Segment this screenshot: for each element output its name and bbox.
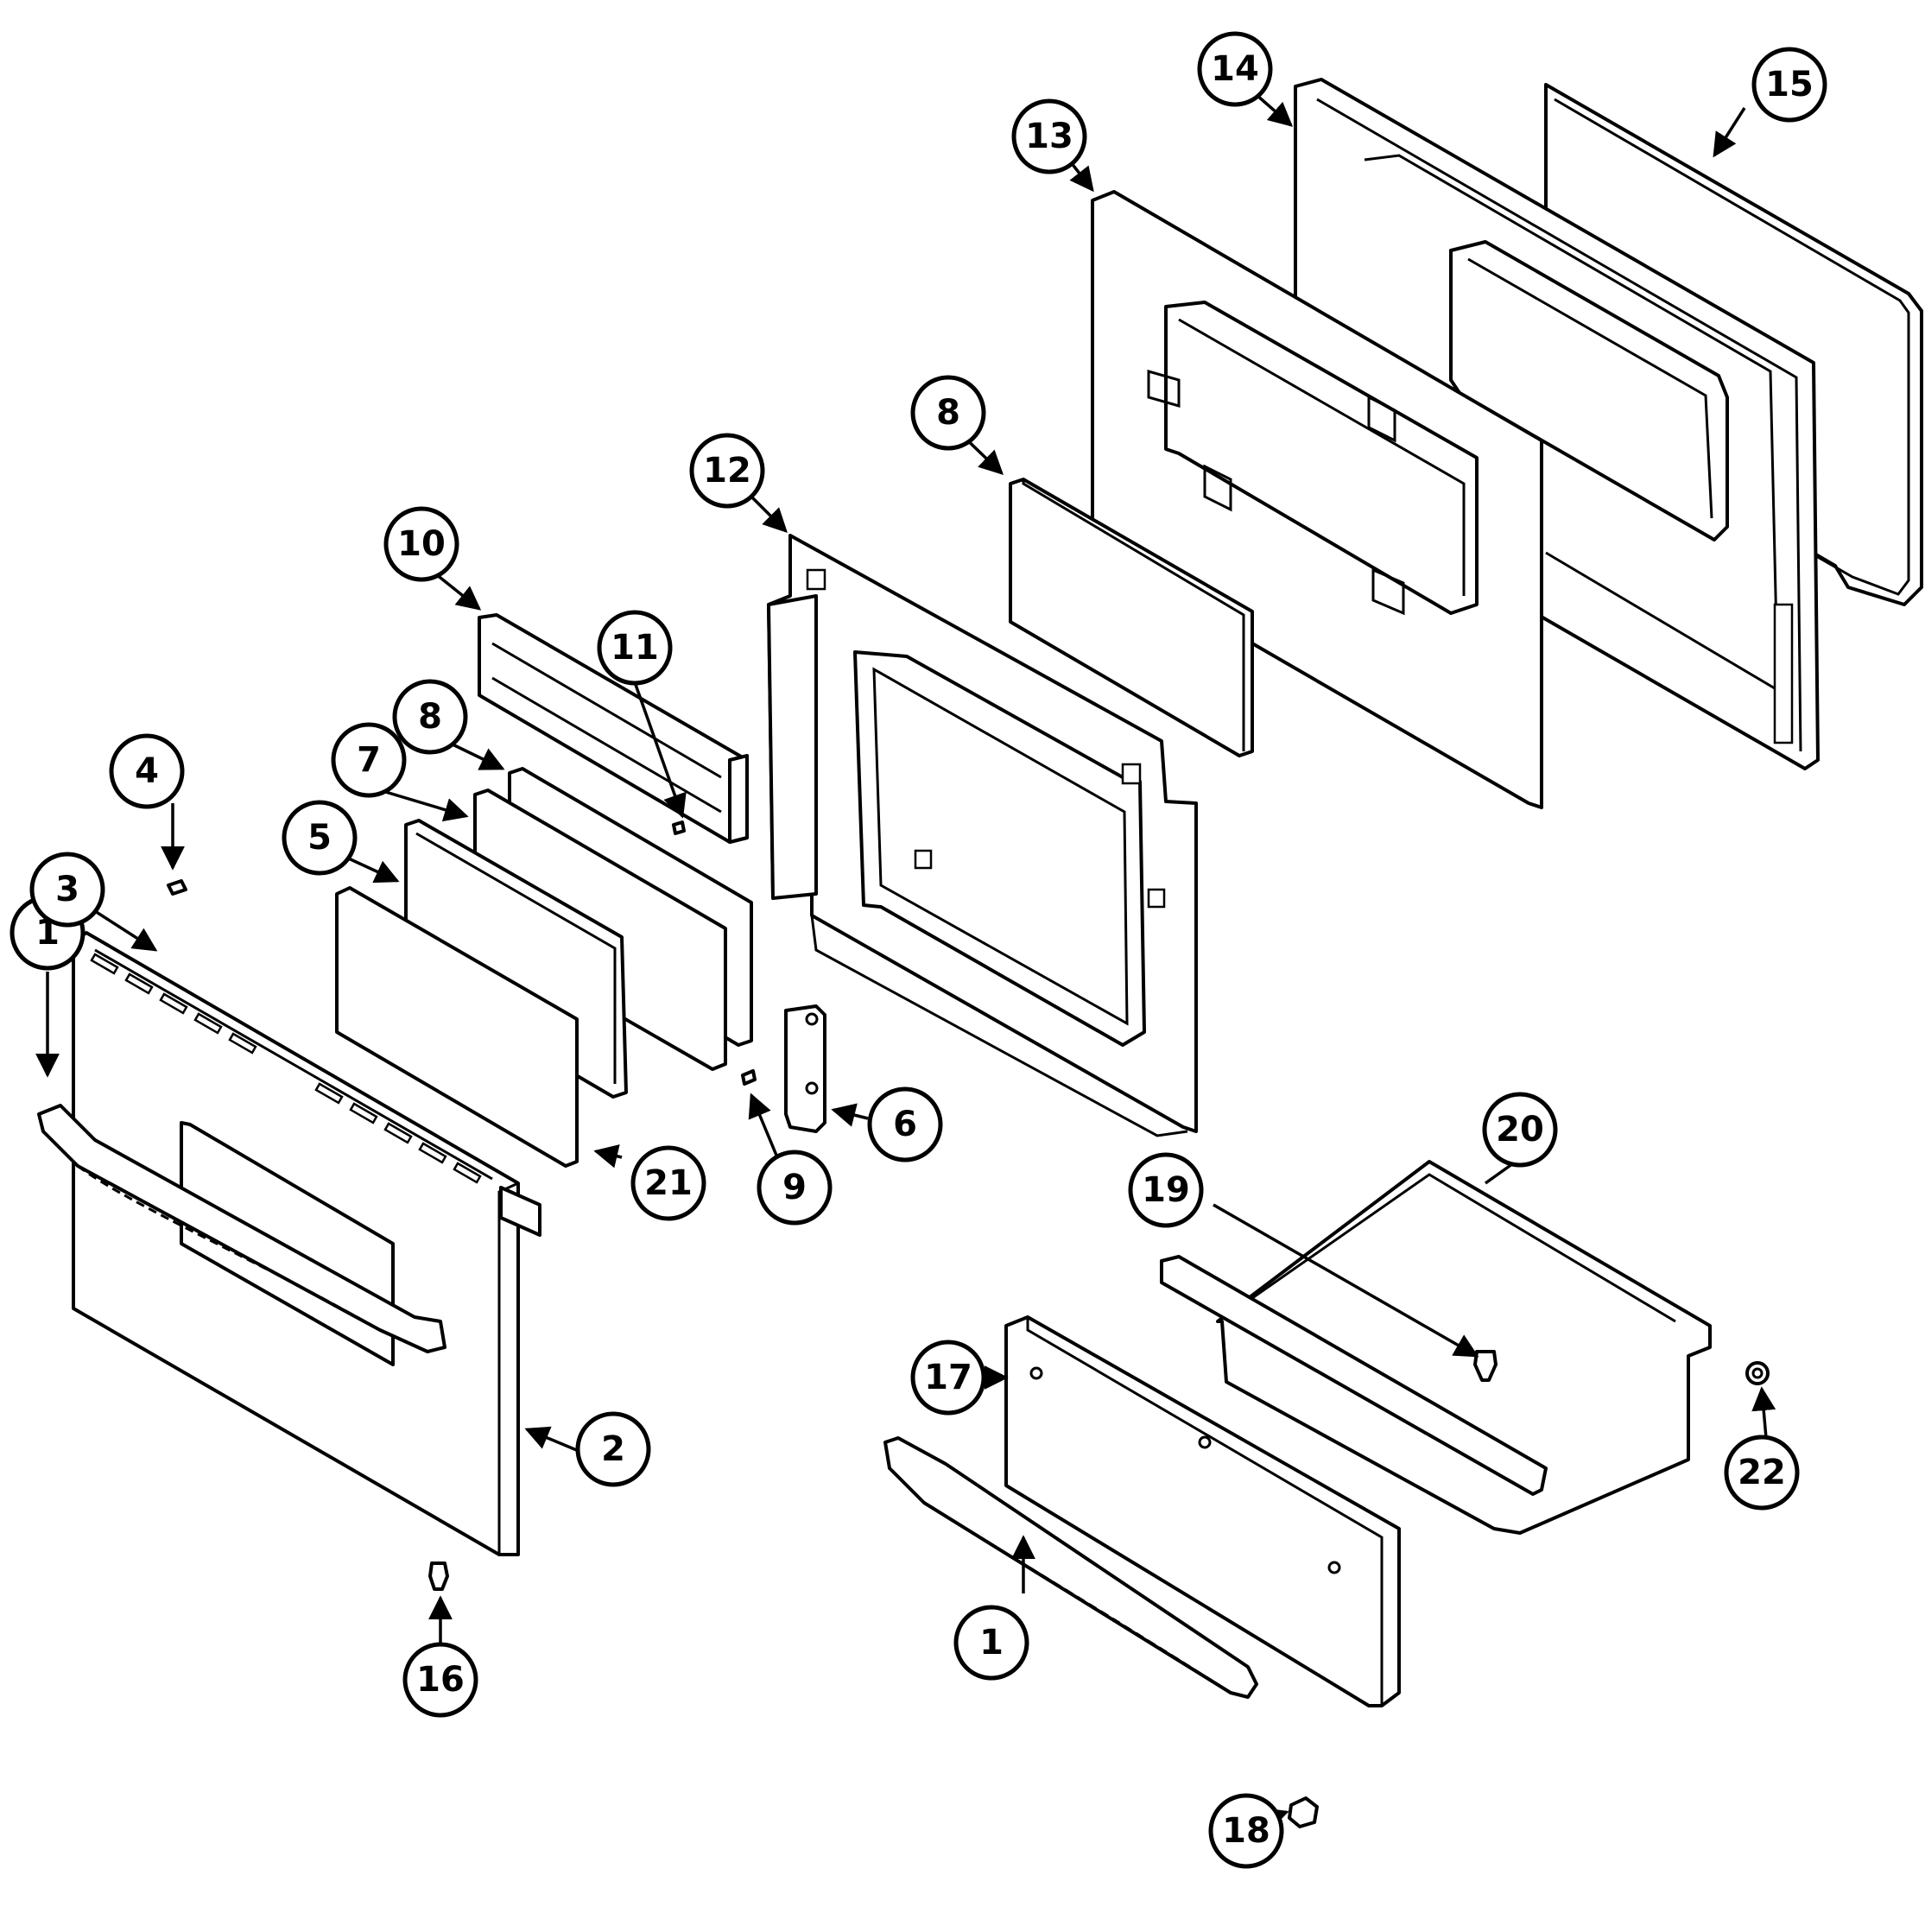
- callout-circle: [331, 722, 407, 798]
- callout-18: 18: [1208, 1793, 1284, 1869]
- callout-circle: [575, 1411, 651, 1487]
- door-hinge-bracket: [784, 1004, 826, 1133]
- callout-6: 6: [867, 1086, 943, 1162]
- callout-circle: [282, 800, 358, 876]
- callout-label: 2: [601, 1429, 625, 1469]
- callout-circle: [689, 433, 765, 509]
- callout-label: 8: [418, 697, 442, 737]
- callout-8-lower: 8: [392, 679, 468, 755]
- callout-circle: [910, 1340, 986, 1416]
- callout-label: 7: [357, 740, 381, 780]
- callout-label: 22: [1738, 1453, 1786, 1492]
- nut-18: [1288, 1796, 1319, 1828]
- callout-circle: [910, 375, 986, 451]
- callout-label: 15: [1765, 65, 1814, 105]
- screw-16: [428, 1561, 449, 1591]
- callout-9: 9: [757, 1150, 833, 1226]
- callout-label: 8: [936, 393, 960, 433]
- callout-circle: [953, 1605, 1029, 1681]
- callout-4: 4: [109, 733, 185, 809]
- callout-label: 11: [611, 628, 659, 668]
- callout-label: 12: [703, 451, 751, 491]
- callout-label: 5: [307, 818, 332, 858]
- callout-label: 6: [893, 1105, 917, 1144]
- callout-8-upper: 8: [910, 375, 986, 451]
- callout-circle: [29, 852, 105, 928]
- callout-label: 19: [1142, 1170, 1190, 1210]
- callout-label: 21: [644, 1163, 693, 1203]
- callout-circle: [1208, 1793, 1284, 1869]
- callout-5: 5: [282, 800, 358, 876]
- callout-19: 19: [1128, 1152, 1204, 1228]
- callout-21: 21: [630, 1145, 706, 1221]
- drawer-front-panel: [1004, 1315, 1401, 1707]
- door-glass-upper: [1009, 478, 1254, 757]
- leveling-leg-22: [1745, 1361, 1770, 1385]
- callout-circle: [392, 679, 468, 755]
- callout-circle: [1482, 1092, 1558, 1168]
- callout-circle: [1724, 1435, 1800, 1511]
- screw-19: [1473, 1350, 1498, 1382]
- callout-label: 3: [55, 870, 79, 909]
- callout-label: 14: [1211, 49, 1259, 89]
- callout-1-drawer-handle: 1: [953, 1605, 1029, 1681]
- callout-13: 13: [1011, 98, 1087, 174]
- callout-label: 4: [135, 751, 159, 791]
- callout-22: 22: [1724, 1435, 1800, 1511]
- screw-4: [167, 879, 187, 896]
- callout-label: 9: [782, 1168, 807, 1207]
- callout-16: 16: [402, 1642, 478, 1718]
- callout-7: 7: [331, 722, 407, 798]
- callout-circle: [109, 733, 185, 809]
- callout-label: 10: [397, 524, 446, 564]
- callout-circle: [597, 610, 673, 686]
- callout-15: 15: [1751, 47, 1827, 123]
- callout-circle: [402, 1642, 478, 1718]
- callout-label: 18: [1222, 1811, 1270, 1851]
- callout-label: 1: [979, 1623, 1004, 1663]
- callout-circle: [757, 1150, 833, 1226]
- inner-door-liner: [1294, 78, 1820, 770]
- door-glass-outer: [335, 886, 579, 1168]
- callout-12: 12: [689, 433, 765, 509]
- inner-door-frame: [767, 534, 1198, 1137]
- callout-circle: [1751, 47, 1827, 123]
- callout-label: 20: [1496, 1110, 1544, 1150]
- drawer-handle: [883, 1436, 1258, 1699]
- callout-20: 20: [1482, 1092, 1558, 1168]
- callout-17: 17: [910, 1340, 986, 1416]
- callout-circle: [383, 506, 459, 582]
- callout-label: 13: [1025, 117, 1073, 156]
- oven-door-handle: [37, 1104, 446, 1353]
- callout-2: 2: [575, 1411, 651, 1487]
- callout-circle: [1128, 1152, 1204, 1228]
- callout-14: 14: [1197, 31, 1273, 107]
- vent-slots: [90, 953, 482, 1184]
- glass-bracket: [478, 613, 749, 844]
- screw-11: [672, 820, 686, 835]
- callout-circle: [1011, 98, 1087, 174]
- callout-label: 17: [924, 1358, 972, 1397]
- callout-11: 11: [597, 610, 673, 686]
- callout-circle: [1197, 31, 1273, 107]
- outer-door-panel: [1091, 190, 1543, 809]
- screw-9: [741, 1069, 757, 1086]
- callout-10: 10: [383, 506, 459, 582]
- callout-label: 16: [416, 1660, 465, 1700]
- callout-3: 3: [29, 852, 105, 928]
- callout-circle: [630, 1145, 706, 1221]
- callouts: 1 1 2 3 4 5 6 7: [9, 31, 1827, 1869]
- callout-circle: [867, 1086, 943, 1162]
